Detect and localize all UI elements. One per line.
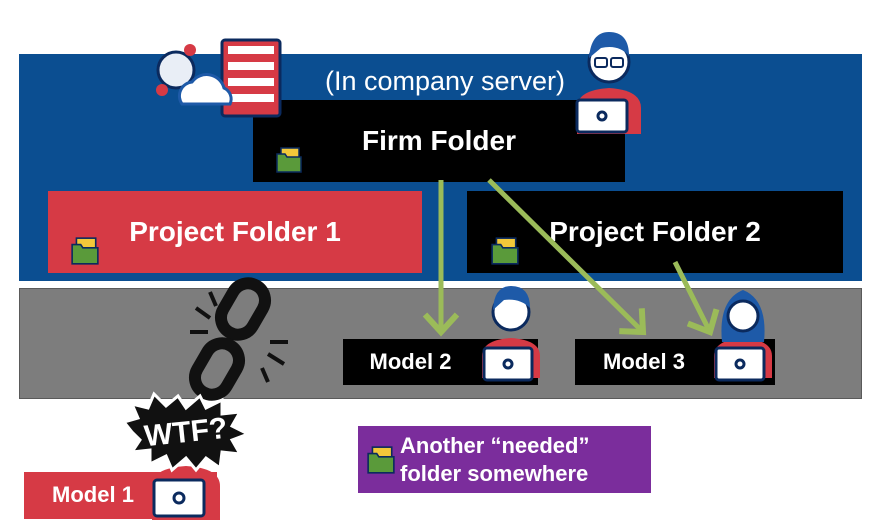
model-1-label: Model 1	[52, 482, 134, 507]
server-caption: (In company server)	[324, 65, 566, 96]
user-laptop-icon-model-3	[714, 290, 772, 382]
project-folder-1-label: Project Folder 1	[129, 216, 341, 247]
user-laptop-icon-model-1	[152, 466, 220, 520]
model-2-label: Model 2	[369, 349, 452, 374]
project-folder-1-box: Project Folder 1	[48, 191, 422, 273]
broken-chain-icon	[189, 277, 288, 401]
arrow-firm-to-model-3	[487, 178, 647, 336]
user-laptop-icon-firm	[575, 32, 641, 134]
folder-icon-project-2	[491, 237, 519, 265]
user-laptop-icon-model-2	[482, 286, 540, 382]
project-folder-2-box: Project Folder 2	[467, 191, 843, 273]
model-3-label: Model 3	[603, 349, 685, 374]
folder-icon-firm	[276, 147, 302, 173]
another-folder-box: Another “needed” folder somewhere	[358, 426, 651, 493]
folder-icon-another	[367, 446, 395, 474]
speech-burst-icon: WTF?	[121, 391, 252, 473]
firm-folder-label: Firm Folder	[361, 125, 516, 156]
cloud-server-icon	[156, 38, 282, 118]
another-folder-line-1: Another “needed”	[400, 433, 590, 458]
another-folder-line-2: folder somewhere	[400, 461, 589, 486]
project-folder-2-label: Project Folder 2	[549, 216, 761, 247]
firm-folder-box: Firm Folder	[253, 100, 625, 182]
folder-icon-project-1	[71, 237, 99, 265]
arrow-project-2-to-model-3	[672, 260, 720, 336]
